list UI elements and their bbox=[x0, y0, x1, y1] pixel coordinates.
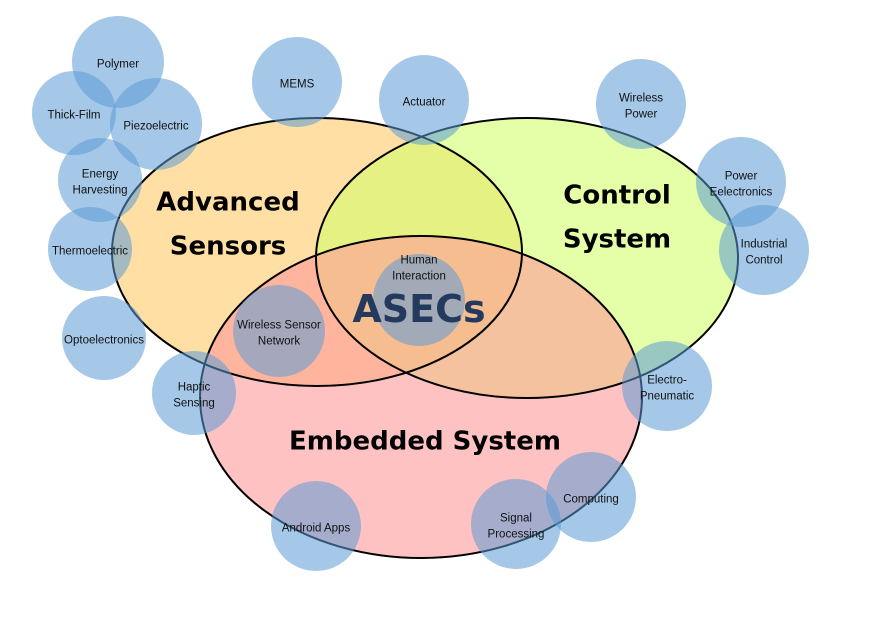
topic-label-line: Android Apps bbox=[282, 523, 351, 535]
topic-label-line: Pneumatic bbox=[640, 391, 695, 403]
set-title-advanced-line: Advanced bbox=[156, 187, 299, 217]
topic-label-line: Human bbox=[400, 255, 437, 267]
topic-label-line: Sensing bbox=[173, 398, 215, 410]
topic-label-line: Actuator bbox=[403, 97, 446, 109]
topic-label-line: Piezoelectric bbox=[123, 121, 188, 133]
topic-label-line: Processing bbox=[488, 529, 545, 541]
topic-circle bbox=[58, 138, 142, 222]
topic-label-line: Energy bbox=[82, 169, 119, 181]
topic-circle bbox=[373, 254, 465, 346]
topic-label-line: Computing bbox=[563, 494, 619, 506]
topic-label-line: Network bbox=[258, 336, 300, 348]
topic-label-line: Power bbox=[625, 109, 658, 121]
topic-label-line: Thick-Film bbox=[47, 110, 100, 122]
topic-label-line: Thermoelectric bbox=[52, 246, 128, 258]
core-label: ASECs bbox=[352, 287, 485, 331]
topic-circle bbox=[379, 55, 469, 145]
topic-label: Android Apps bbox=[282, 523, 351, 535]
topic-label-line: Interaction bbox=[392, 271, 446, 283]
topic-label-line: MEMS bbox=[280, 79, 315, 91]
topic-label-line: Haptic bbox=[178, 382, 211, 394]
topic-circle bbox=[546, 452, 636, 542]
topic-label: Electro- Pneumatic bbox=[640, 375, 695, 403]
topic-circle bbox=[32, 71, 116, 155]
set-title-embedded: Embedded System bbox=[289, 427, 561, 457]
topic-circle bbox=[622, 341, 712, 431]
topic-circle bbox=[62, 296, 146, 380]
topic-circle bbox=[233, 285, 325, 377]
topic-label-line: Power bbox=[725, 171, 758, 183]
topic-circle bbox=[471, 479, 561, 569]
topic-label-line: Control bbox=[745, 255, 782, 267]
topic-label-line: Wireless Sensor bbox=[237, 320, 321, 332]
topic-label: Optoelectronics bbox=[64, 335, 144, 347]
topic-circle bbox=[596, 59, 686, 149]
topic-label-line: Polymer bbox=[97, 59, 139, 71]
topic-label-line: Optoelectronics bbox=[64, 335, 144, 347]
set-title-control-line: System bbox=[563, 224, 671, 254]
topic-circle bbox=[252, 37, 342, 127]
topic-circle bbox=[719, 205, 809, 295]
topic-label: MEMS bbox=[280, 79, 315, 91]
set-title-advanced-line: Sensors bbox=[170, 231, 287, 261]
topic-circle bbox=[696, 137, 786, 227]
topic-label-line: Wireless bbox=[619, 93, 663, 105]
topic-circle bbox=[152, 351, 236, 435]
topic-label: Computing bbox=[563, 494, 619, 506]
set-title-embedded-line: Embedded System bbox=[289, 427, 561, 457]
topic-label-line: Signal bbox=[500, 513, 532, 525]
topic-circle bbox=[48, 207, 132, 291]
topic-circle bbox=[271, 481, 361, 571]
topic-label: Thick-Film bbox=[47, 110, 100, 122]
set-title-control-line: Control bbox=[563, 180, 670, 210]
topic-label-line: Eelectronics bbox=[710, 187, 773, 199]
topic-circle bbox=[110, 78, 202, 170]
topic-label-line: Harvesting bbox=[73, 185, 128, 197]
topic-label-line: Electro- bbox=[647, 375, 687, 387]
topic-label: Thermoelectric bbox=[52, 246, 128, 258]
topic-label-line: Industrial bbox=[741, 239, 788, 251]
topic-label: Piezoelectric bbox=[123, 121, 188, 133]
topic-label: Polymer bbox=[97, 59, 139, 71]
topic-label: Actuator bbox=[403, 97, 446, 109]
